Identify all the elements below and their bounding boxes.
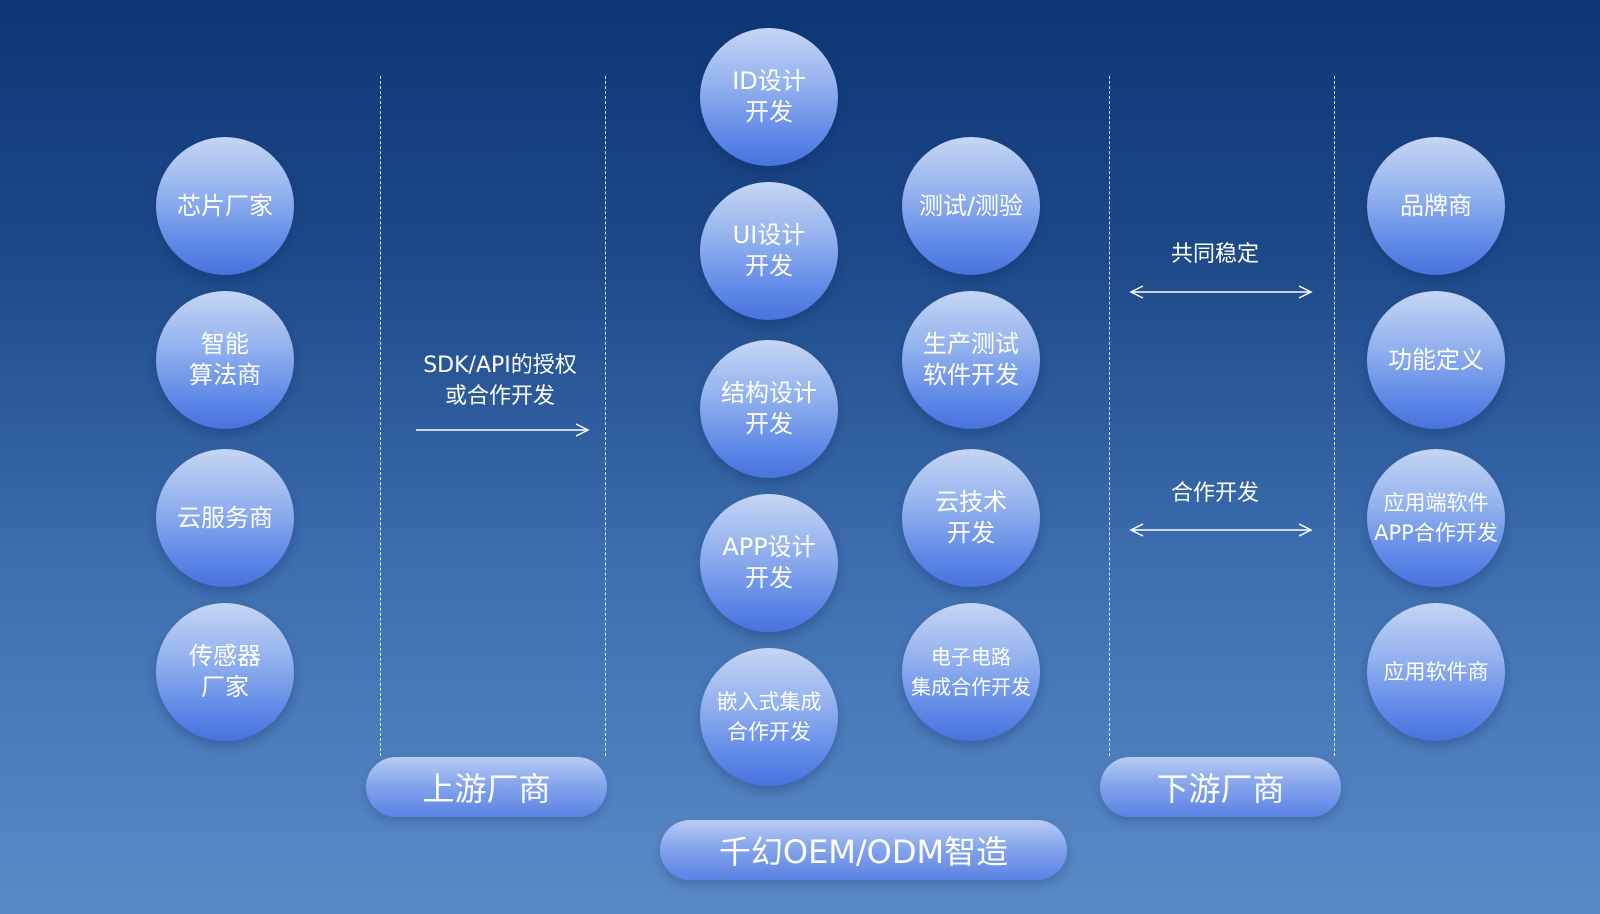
downstream-node-function-definition: 功能定义 xyxy=(1367,291,1505,429)
oem-service-id-design: ID设计 开发 xyxy=(700,28,838,166)
upstream-node-cloud-provider: 云服务商 xyxy=(156,449,294,587)
upstream-arrow-right-icon xyxy=(416,423,590,437)
downstream-bidirectional-arrow-icon xyxy=(1129,523,1313,537)
downstream-group-label: 下游厂商 xyxy=(1100,757,1341,817)
oem-service-app-design: APP设计 开发 xyxy=(700,494,838,632)
downstream-node-software-vendor: 应用软件商 xyxy=(1367,603,1505,741)
upstream-left-divider xyxy=(380,76,381,756)
oem-service-production-test-software: 生产测试 软件开发 xyxy=(902,291,1040,429)
downstream-bidirectional-arrow-icon xyxy=(1129,285,1313,299)
oem-service-structure-design: 结构设计 开发 xyxy=(700,340,838,478)
downstream-relation-label-cooperation: 合作开发 xyxy=(1170,481,1259,506)
downstream-left-divider xyxy=(1109,76,1110,756)
oem-group-label: 千幻OEM/ODM智造 xyxy=(660,820,1067,880)
upstream-relation-label: SDK/API的授权 或合作开发 xyxy=(423,353,577,409)
oem-service-testing: 测试/测验 xyxy=(902,137,1040,275)
downstream-node-brand-owner: 品牌商 xyxy=(1367,137,1505,275)
upstream-node-sensor-maker: 传感器 厂家 xyxy=(156,603,294,741)
oem-service-electronic-circuit: 电子电路 集成合作开发 xyxy=(902,603,1040,741)
downstream-node-app-cooperation: 应用端软件 APP合作开发 xyxy=(1367,449,1505,587)
oem-service-ui-design: UI设计 开发 xyxy=(700,182,838,320)
downstream-relation-label-stable: 共同稳定 xyxy=(1170,242,1259,267)
upstream-right-divider xyxy=(605,76,606,756)
downstream-right-divider xyxy=(1334,76,1335,756)
upstream-group-label: 上游厂商 xyxy=(366,757,607,817)
upstream-node-algorithm-vendor: 智能 算法商 xyxy=(156,291,294,429)
oem-service-cloud-tech: 云技术 开发 xyxy=(902,449,1040,587)
upstream-node-chip-maker: 芯片厂家 xyxy=(156,137,294,275)
oem-service-embedded-integration: 嵌入式集成 合作开发 xyxy=(700,648,838,786)
